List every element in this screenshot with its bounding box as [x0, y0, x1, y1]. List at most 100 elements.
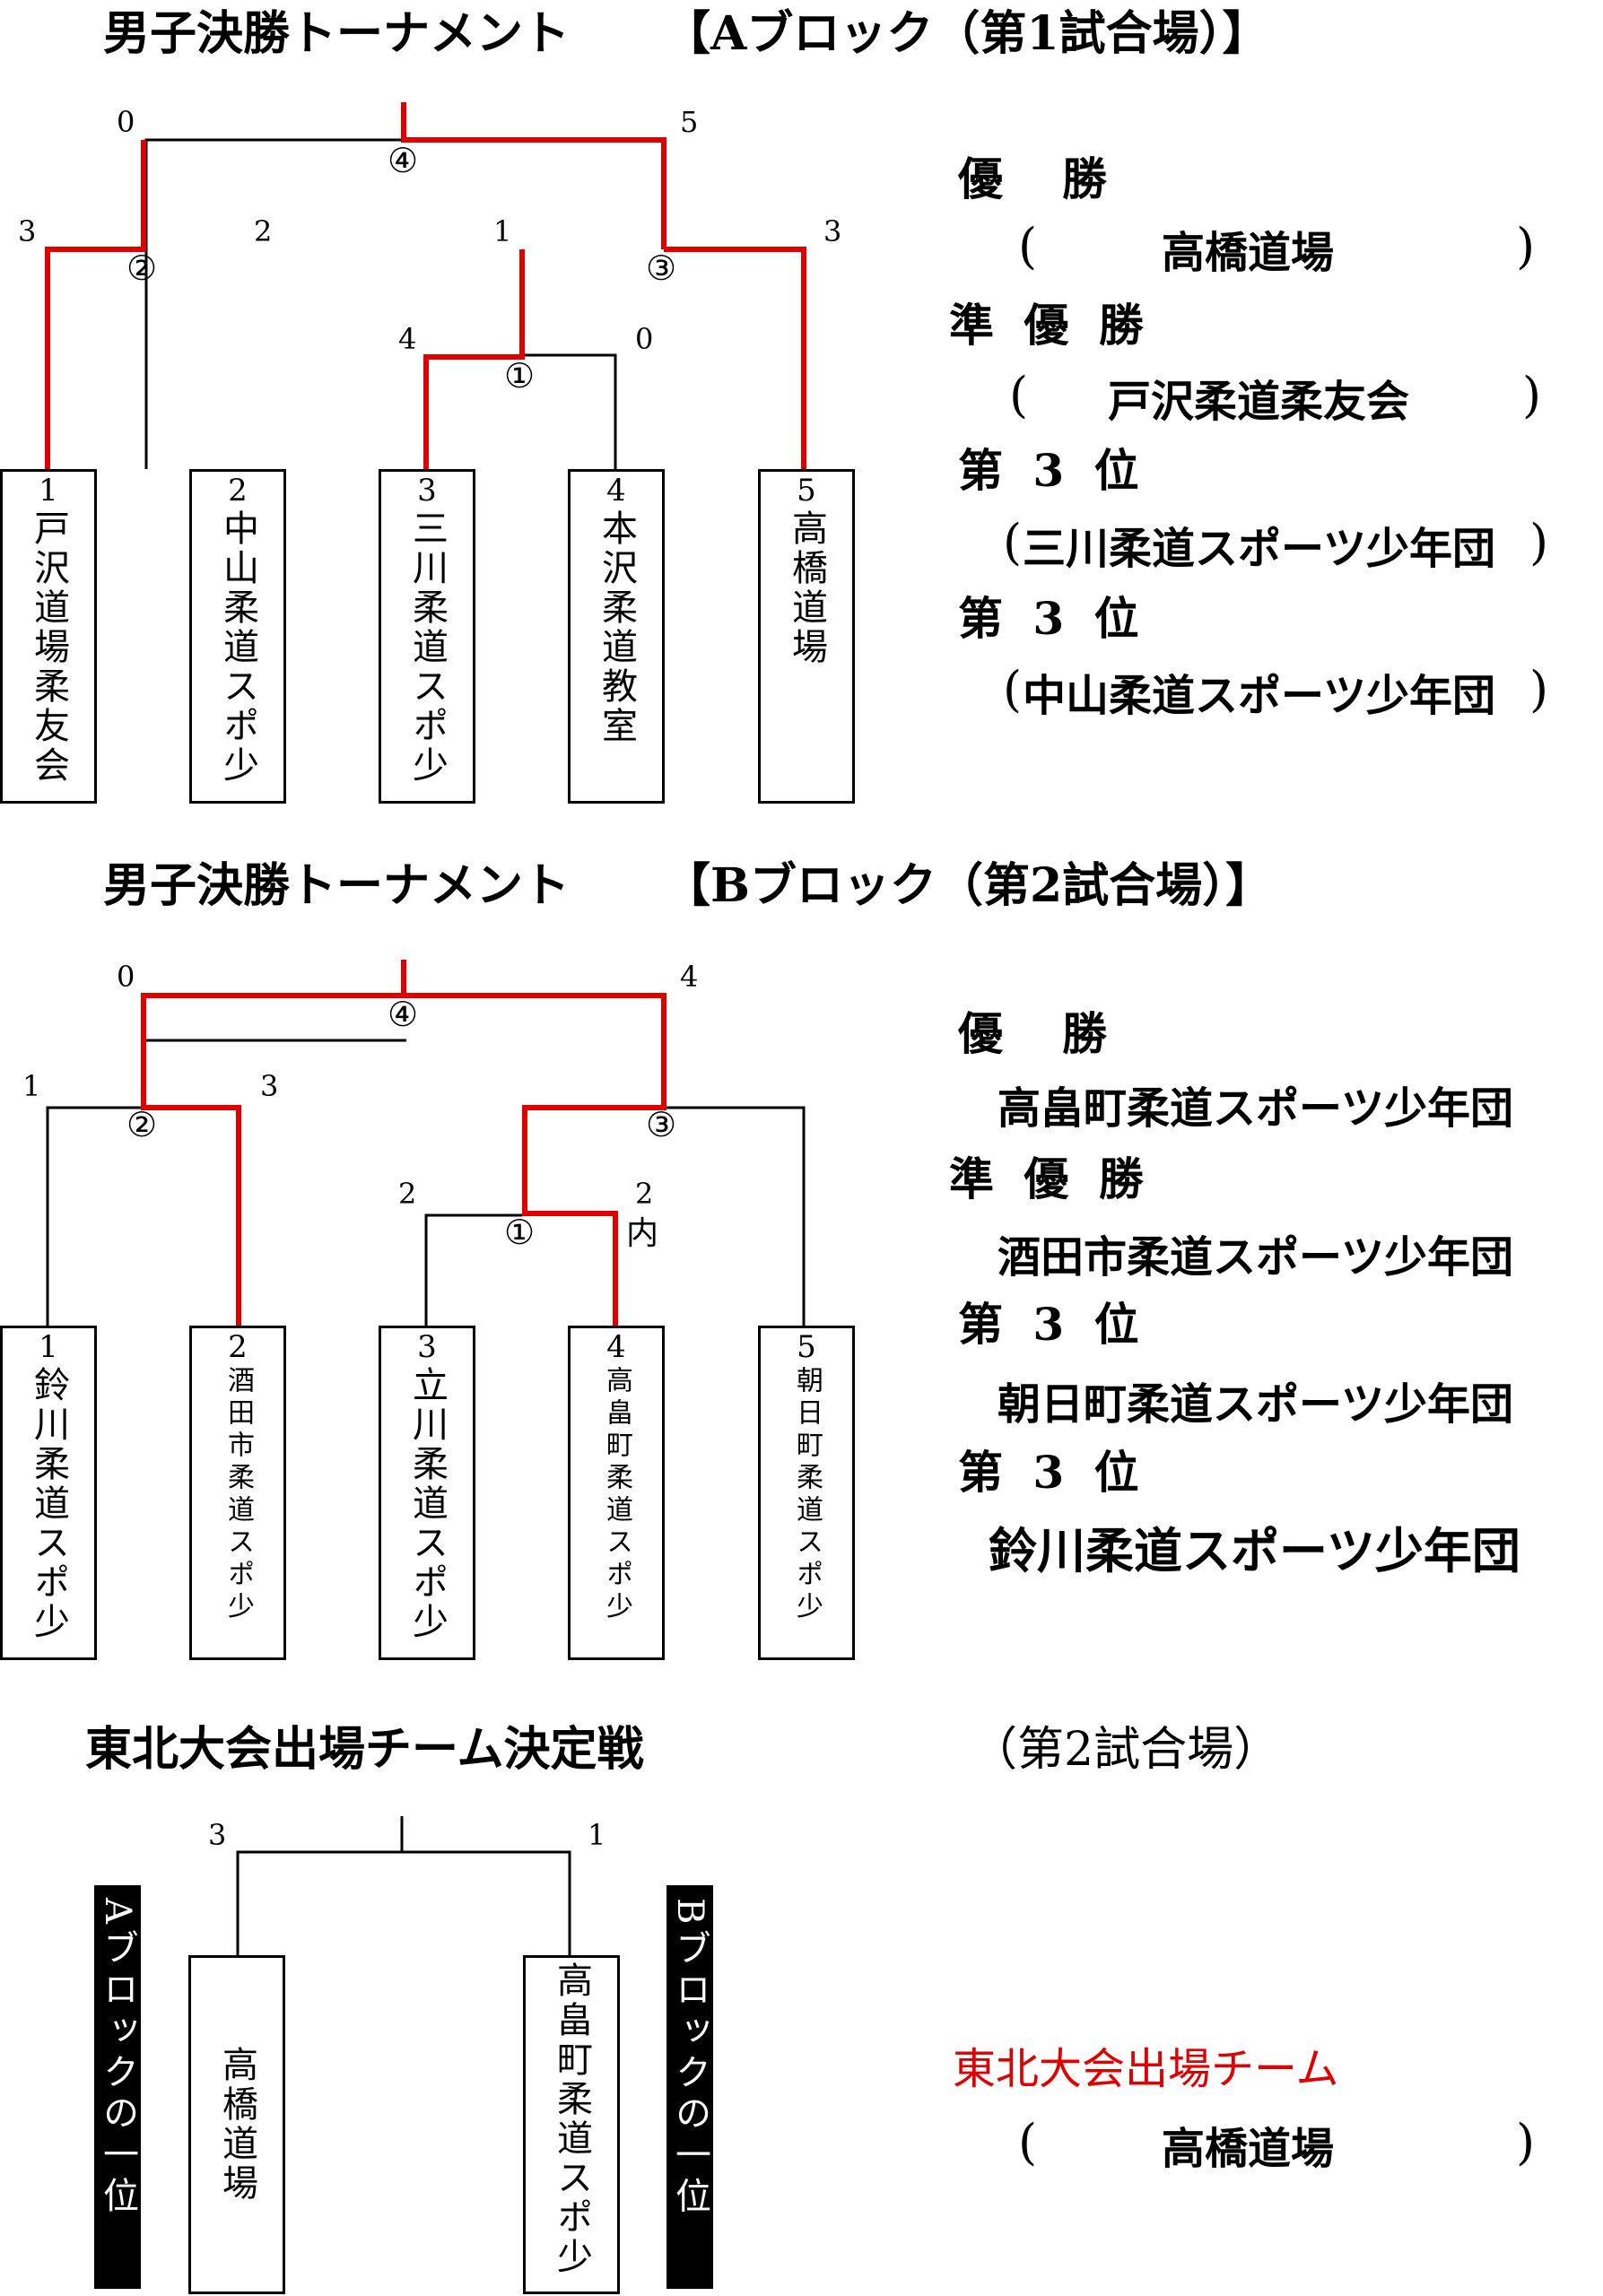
- team-name: 酒田市柔道スポ少: [222, 1366, 254, 1624]
- team-number: 5: [797, 1329, 816, 1365]
- block-b-score-m2-left: 1: [22, 1069, 41, 1103]
- block-a-team-5: 5 高橋道場: [758, 469, 855, 804]
- team-name: 三川柔道スポ少: [406, 509, 448, 786]
- block-a-runner-up-label: 準 優 勝: [949, 299, 1151, 352]
- block-a-score-m1-left: 4: [398, 322, 417, 356]
- block-b-team-1: 1 鈴川柔道スポ少: [0, 1326, 97, 1660]
- block-a-team-2: 2 中山柔道スポ少: [189, 469, 286, 804]
- block-a-score-m4-right: 5: [680, 105, 699, 139]
- block-a-team-4: 4 本沢柔道教室: [568, 469, 665, 804]
- tohoku-score-right: 1: [588, 1818, 606, 1852]
- paren-open: (: [1003, 514, 1023, 570]
- block-b-team-5: 5 朝日町柔道スポ少: [758, 1326, 855, 1660]
- team-name: 高畠町柔道スポ少: [551, 1961, 592, 2277]
- team-number: 2: [228, 1329, 248, 1365]
- tohoku-left-block-label: Aブロックの一位: [94, 1885, 141, 2289]
- block-b-score-m1-left: 2: [398, 1177, 417, 1211]
- tohoku-venue: （第2試合場）: [971, 1723, 1281, 1777]
- team-number: 1: [39, 1329, 58, 1365]
- block-a-score-m1-right: 0: [635, 322, 654, 356]
- block-a-match-4-label: ④: [388, 141, 419, 180]
- paren-open: (: [1009, 367, 1029, 423]
- block-b-team-2: 2 酒田市柔道スポ少: [189, 1326, 286, 1660]
- block-a-score-m4-left: 0: [117, 105, 135, 139]
- block-a-third-2: 中山柔道スポーツ少年団: [1023, 671, 1496, 721]
- block-b-third-label-1: 第 3 位: [958, 1298, 1146, 1351]
- tohoku-bracket-lines: [236, 1816, 571, 1955]
- block-a-score-m2-left: 3: [18, 214, 37, 248]
- block-b-score-m2-right: 3: [260, 1069, 279, 1103]
- block-b-champion-label: 優 勝: [958, 1007, 1114, 1060]
- block-b-match-4-label: ④: [388, 995, 419, 1034]
- block-label-text: Aブロックの一位: [97, 1898, 138, 2218]
- block-b-third-label-2: 第 3 位: [958, 1446, 1146, 1499]
- block-b-runner-up: 酒田市柔道スポーツ少年団: [998, 1232, 1514, 1283]
- block-b-match-3-label: ③: [646, 1105, 677, 1144]
- team-name: 朝日町柔道スポ少: [791, 1366, 823, 1624]
- block-label-text: Bブロックの一位: [669, 1898, 710, 2219]
- block-a-match-1-label: ①: [504, 356, 536, 396]
- team-name: 高畠町柔道スポ少: [601, 1366, 632, 1624]
- block-a-third-label-2: 第 3 位: [958, 592, 1146, 645]
- team-number: 4: [606, 473, 626, 509]
- paren-close: ): [1516, 2114, 1536, 2170]
- team-number: 3: [417, 473, 437, 509]
- block-a-team-3: 3 三川柔道スポ少: [379, 469, 475, 804]
- block-b-score-m4-left: 0: [117, 960, 135, 994]
- team-number: 2: [228, 473, 248, 509]
- block-a-match-2-label: ②: [126, 248, 158, 288]
- team-name: 高橋道場: [786, 509, 827, 667]
- block-a-bracket-lines: [45, 102, 806, 469]
- block-b-match-1-label: ①: [504, 1213, 536, 1252]
- block-a-title: 男子決勝トーナメント: [103, 6, 571, 61]
- block-a-third-1: 三川柔道スポーツ少年団: [1023, 524, 1496, 574]
- team-name: 中山柔道スポ少: [217, 509, 258, 786]
- block-b-score-m4-right: 4: [680, 960, 699, 994]
- tohoku-right-block-label: Bブロックの一位: [666, 1885, 713, 2289]
- team-name: 戸沢道場柔友会: [28, 509, 69, 786]
- tohoku-result-team: 高橋道場: [1162, 2124, 1335, 2174]
- block-b-team-4: 4 高畠町柔道スポ少: [568, 1326, 665, 1660]
- block-a-score-m2-right: 2: [254, 214, 273, 248]
- team-number: 3: [417, 1329, 437, 1365]
- block-a-subtitle: 【Aブロック（第1試合場）】: [664, 6, 1269, 61]
- block-b-third-2: 鈴川柔道スポーツ少年団: [989, 1522, 1520, 1579]
- tohoku-result-label: 東北大会出場チーム: [953, 2044, 1339, 2094]
- block-a-runner-up: 戸沢柔道柔友会: [1108, 377, 1410, 427]
- block-a-score-m3-right: 3: [823, 214, 842, 248]
- paren-close: ): [1516, 218, 1536, 274]
- block-a-match-3-label: ③: [646, 248, 677, 288]
- team-number: 5: [797, 473, 816, 509]
- team-name: 立川柔道スポ少: [406, 1366, 448, 1642]
- block-a-third-label-1: 第 3 位: [958, 444, 1146, 497]
- team-name: 鈴川柔道スポ少: [28, 1366, 69, 1642]
- paren-close: ): [1529, 514, 1549, 570]
- block-b-bracket-lines: [46, 960, 806, 1326]
- paren-open: (: [1018, 218, 1038, 274]
- block-a-team-1: 1 戸沢道場柔友会: [0, 469, 97, 804]
- tohoku-left-team: 高橋道場: [188, 1955, 285, 2294]
- tohoku-title: 東北大会出場チーム決定戦: [85, 1722, 644, 1777]
- block-b-runner-up-label: 準 優 勝: [949, 1152, 1151, 1205]
- paren-close: ): [1529, 661, 1549, 718]
- block-b-score-m1-note: 内: [626, 1215, 659, 1252]
- team-name: 高橋道場: [216, 2046, 257, 2204]
- block-b-team-3: 3 立川柔道スポ少: [379, 1326, 475, 1660]
- paren-open: (: [1003, 661, 1023, 718]
- block-a-champion-label: 優 勝: [958, 152, 1114, 205]
- paren-open: (: [1018, 2114, 1038, 2170]
- team-number: 1: [39, 473, 58, 509]
- block-b-champion: 高畠町柔道スポーツ少年団: [998, 1083, 1514, 1134]
- block-b-match-2-label: ②: [126, 1105, 158, 1144]
- block-b-third-1: 朝日町柔道スポーツ少年団: [998, 1379, 1514, 1430]
- block-a-champion: 高橋道場: [1162, 228, 1335, 278]
- team-name: 本沢柔道教室: [596, 509, 637, 746]
- block-b-title: 男子決勝トーナメント: [103, 858, 571, 913]
- block-a-score-m3-left: 1: [493, 214, 512, 248]
- team-number: 4: [606, 1329, 626, 1365]
- tohoku-right-team: 高畠町柔道スポ少: [523, 1955, 620, 2294]
- block-b-subtitle: 【Bブロック（第2試合場）】: [664, 858, 1273, 913]
- block-b-score-m1-right: 2: [635, 1177, 654, 1211]
- paren-close: ): [1522, 367, 1542, 423]
- tohoku-score-left: 3: [208, 1818, 227, 1852]
